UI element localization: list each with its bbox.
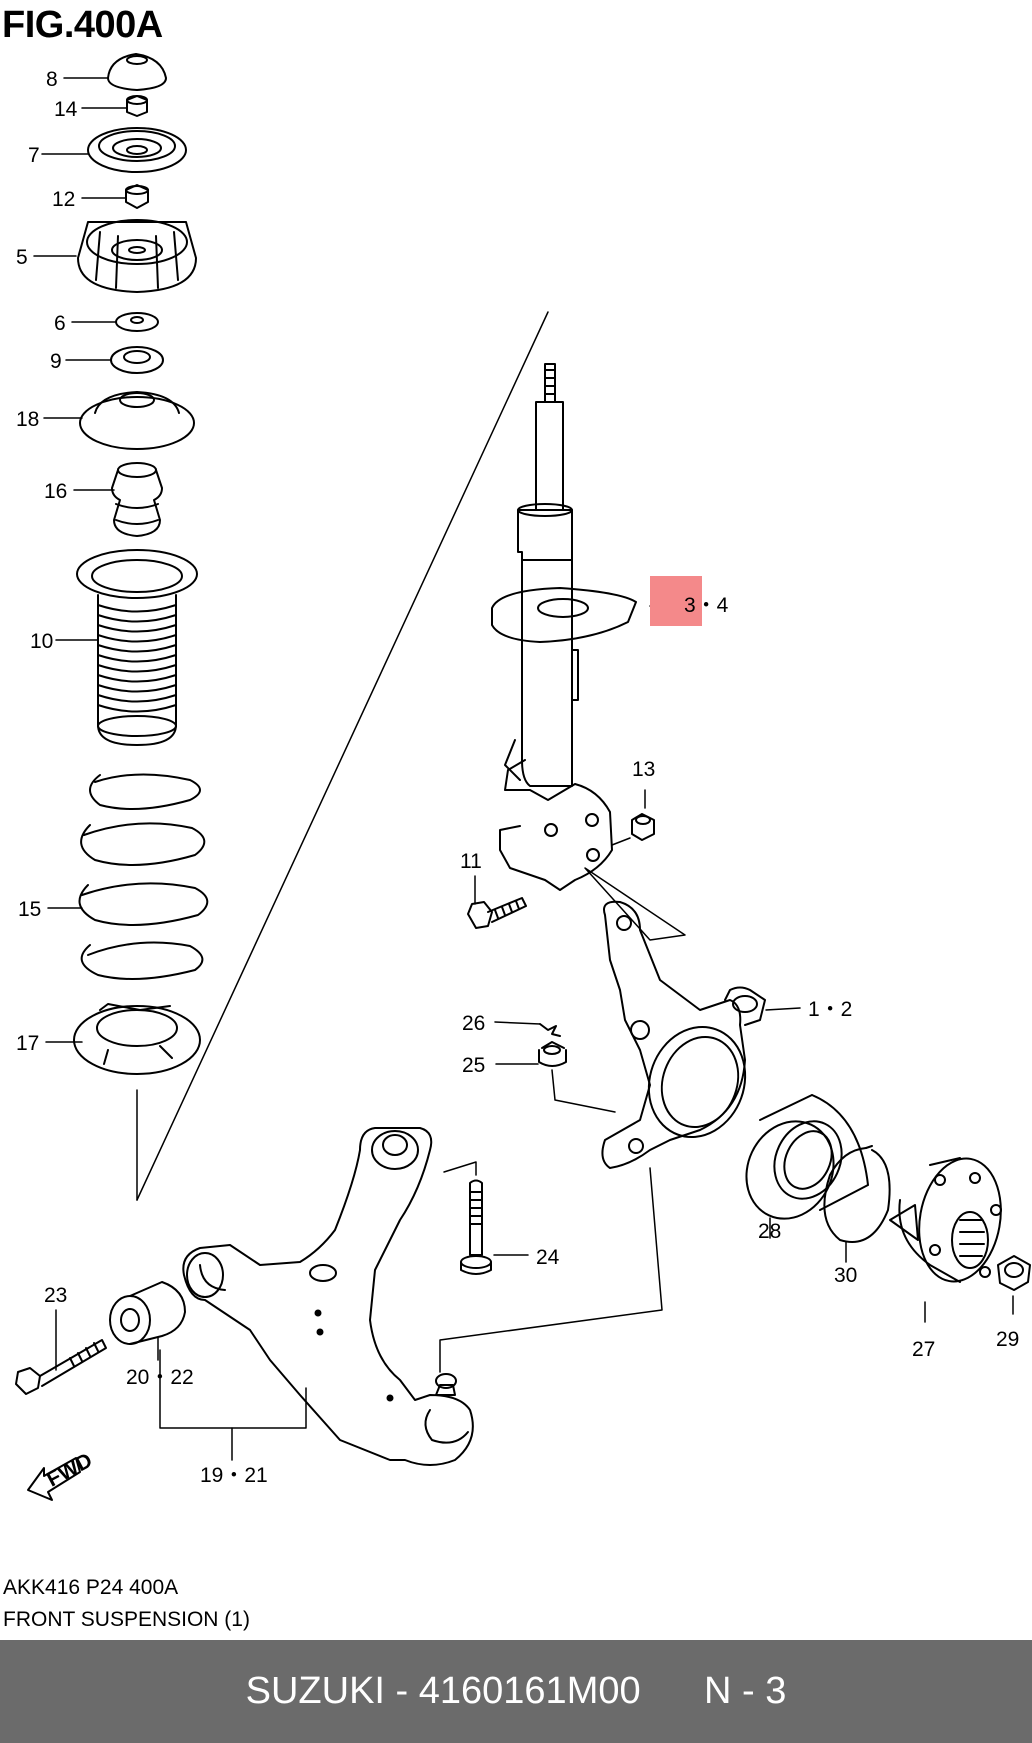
callout-3-4: 3・4 <box>684 594 729 617</box>
part-16-bumpstop <box>111 462 163 537</box>
callout-27: 27 <box>912 1338 935 1361</box>
footer-page: N - 3 <box>703 1670 787 1712</box>
part-5-mount <box>77 219 197 293</box>
part-3-strut <box>491 363 637 891</box>
callout-12: 12 <box>52 188 75 211</box>
callout-8: 8 <box>46 68 58 91</box>
highlight-box <box>650 576 702 626</box>
callout-11: 11 <box>460 850 482 873</box>
callout-26: 26 <box>462 1012 485 1035</box>
callout-15: 15 <box>18 898 41 921</box>
part-28-bearing <box>745 1094 869 1220</box>
diagram-code: AKK416 P24 400A <box>3 1576 179 1599</box>
part-1-knuckle <box>584 867 766 1169</box>
part-9-washer <box>110 346 164 374</box>
leader-lines <box>33 77 687 1043</box>
part-11-bolt <box>467 897 527 929</box>
callout-25: 25 <box>462 1054 485 1077</box>
callout-20-22: 20・22 <box>126 1366 194 1389</box>
part-15-spring <box>78 773 209 980</box>
part-8-cap <box>107 53 167 91</box>
callout-29: 29 <box>996 1328 1019 1351</box>
part-12-nut <box>125 184 149 209</box>
part-29-nut <box>997 1255 1031 1291</box>
part-6-washer <box>115 312 159 332</box>
part-20-bushing <box>109 1281 186 1345</box>
callout-10: 10 <box>30 630 53 653</box>
part-18-seat <box>79 391 195 450</box>
part-10-boot <box>76 549 198 746</box>
exploded-parts-diagram: FWD 8 14 7 12 5 6 9 18 16 10 15 17 3・4 1… <box>15 53 1031 1501</box>
callout-13: 13 <box>632 758 655 781</box>
fwd-arrow-icon: FWD <box>27 1449 96 1501</box>
part-7-plate <box>87 127 187 173</box>
callout-7: 7 <box>28 144 40 167</box>
callout-6: 6 <box>54 312 66 335</box>
part-13-nut <box>631 813 655 841</box>
callout-19-21: 19・21 <box>200 1464 268 1487</box>
callout-30: 30 <box>834 1264 857 1287</box>
callout-9: 9 <box>50 350 62 373</box>
callout-1-2: 1・2 <box>808 998 852 1021</box>
callout-24: 24 <box>536 1246 560 1269</box>
callout-16: 16 <box>44 480 67 503</box>
part-17-lowerseat <box>73 1003 201 1075</box>
part-14-nut <box>126 95 148 117</box>
part-23-bolt <box>15 1339 107 1395</box>
part-27-hub <box>889 1157 1002 1283</box>
callout-23: 23 <box>44 1284 67 1307</box>
part-26-clip <box>539 1023 561 1037</box>
diagram-name: FRONT SUSPENSION (1) <box>3 1608 250 1631</box>
figure-title: FIG.400A <box>2 4 163 46</box>
footer-bar: SUZUKI - 4160161M00 N - 3 <box>0 1640 1032 1743</box>
callout-18: 18 <box>16 408 39 431</box>
part-24-bolt <box>460 1179 492 1275</box>
part-30-circlip <box>823 1145 891 1243</box>
fwd-label: FWD <box>43 1449 96 1492</box>
callout-5: 5 <box>16 246 28 269</box>
callout-17: 17 <box>16 1032 39 1055</box>
part-25-nut <box>538 1041 567 1067</box>
part-19-control-arm <box>182 1127 474 1466</box>
callout-14: 14 <box>54 98 78 121</box>
callout-28: 28 <box>758 1220 781 1243</box>
footer-brand-part: SUZUKI - 4160161M00 <box>245 1670 641 1712</box>
